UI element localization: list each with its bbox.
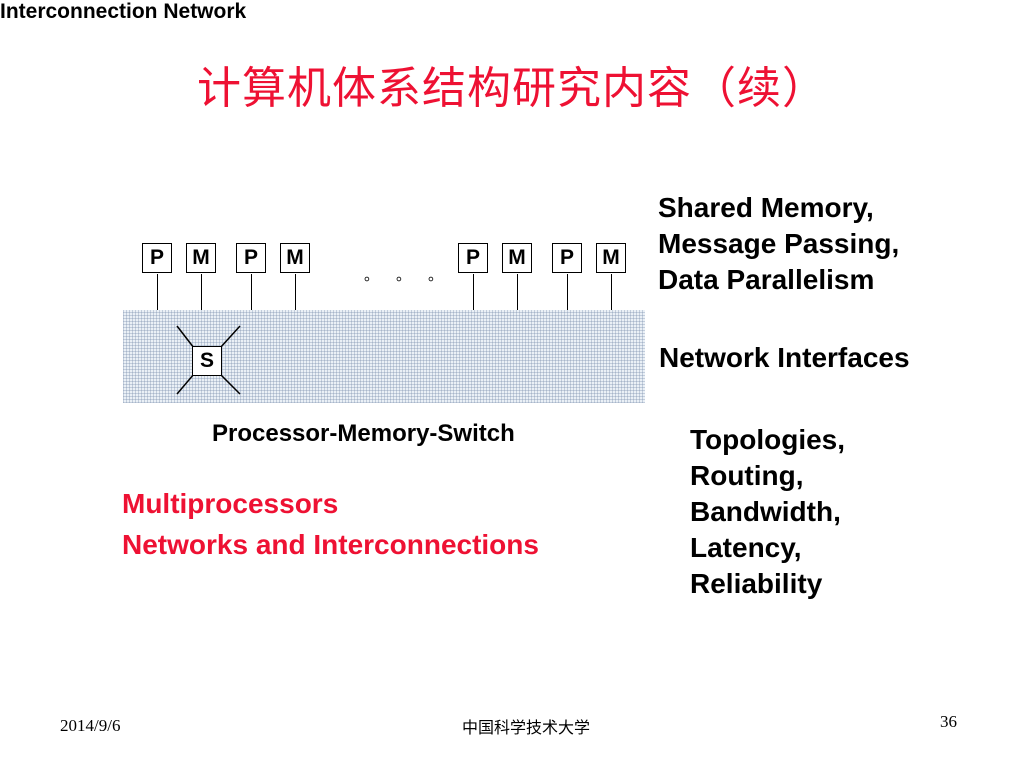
memory-node: M — [596, 243, 626, 273]
node-connector — [251, 274, 252, 310]
right-item: Latency, — [690, 532, 802, 563]
switch-node: S — [192, 346, 222, 376]
right-item: Topologies, — [690, 424, 846, 455]
topic-multiprocessors: Multiprocessors — [122, 488, 339, 519]
node-connector — [295, 274, 296, 310]
processor-node: P — [458, 243, 488, 273]
footer-date: 2014/9/6 — [60, 716, 121, 735]
processor-node: P — [142, 243, 172, 273]
topic-networks: Networks and Interconnections — [122, 529, 539, 560]
slide-title: 计算机体系结构研究内容（续） — [197, 63, 827, 114]
diagram-caption: Processor-Memory-Switch — [212, 420, 515, 447]
memory-node: M — [502, 243, 532, 273]
ellipsis-dot: 。 — [364, 267, 380, 284]
ellipsis-dot: 。 — [428, 267, 444, 284]
pms-diagram: P M P M P M P M 。 。 。 S Interconnection … — [0, 0, 1024, 447]
node-connector — [201, 274, 202, 310]
right-item: Network Interfaces — [659, 342, 910, 373]
node-connector — [517, 274, 518, 310]
right-item: Bandwidth, — [690, 496, 841, 527]
right-item: Message Passing, — [658, 228, 900, 259]
node-connector — [473, 274, 474, 310]
network-label: Interconnection Network — [0, 0, 247, 23]
ellipsis-dot: 。 — [396, 267, 412, 284]
memory-node: M — [186, 243, 216, 273]
right-item: Routing, — [690, 460, 804, 491]
node-connector — [567, 274, 568, 310]
switch-links — [176, 325, 241, 395]
node-connector — [157, 274, 158, 310]
right-item: Reliability — [690, 568, 823, 599]
right-item: Shared Memory, — [658, 192, 874, 223]
footer-org: 中国科学技术大学 — [462, 718, 591, 737]
memory-node: M — [280, 243, 310, 273]
page-number: 36 — [940, 712, 957, 731]
right-item: Data Parallelism — [658, 264, 875, 295]
node-connector — [611, 274, 612, 310]
processor-node: P — [236, 243, 266, 273]
processor-node: P — [552, 243, 582, 273]
interconnection-network — [123, 310, 645, 403]
